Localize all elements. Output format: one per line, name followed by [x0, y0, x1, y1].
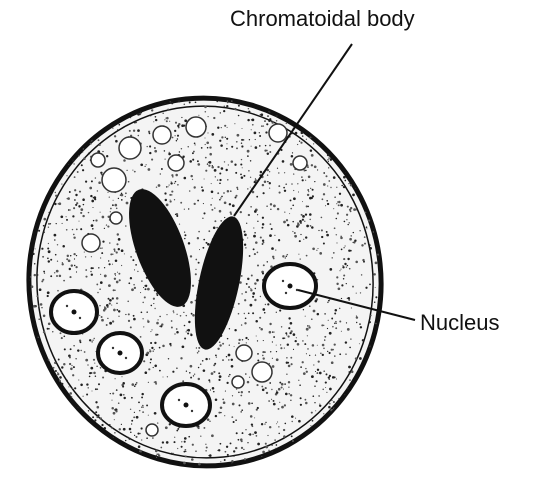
vacuole: [252, 362, 272, 382]
vacuole: [168, 155, 184, 171]
vacuole: [110, 212, 122, 224]
vacuole: [232, 376, 244, 388]
nucleus-lower-left: [98, 333, 142, 373]
vacuole: [146, 424, 158, 436]
nucleus-bottom: [162, 384, 210, 426]
vacuole: [236, 345, 252, 361]
nucleus-right: [264, 264, 316, 308]
vacuole: [119, 137, 141, 159]
vacuole: [153, 126, 171, 144]
vacuole: [102, 168, 126, 192]
chromatoidal-body-label: Chromatoidal body: [230, 8, 415, 30]
nucleus-left: [51, 291, 97, 333]
vacuole: [186, 117, 206, 137]
vacuole: [293, 156, 307, 170]
vacuole: [82, 234, 100, 252]
vacuole: [269, 124, 287, 142]
nucleus-label: Nucleus: [420, 312, 499, 334]
vacuole: [91, 153, 105, 167]
